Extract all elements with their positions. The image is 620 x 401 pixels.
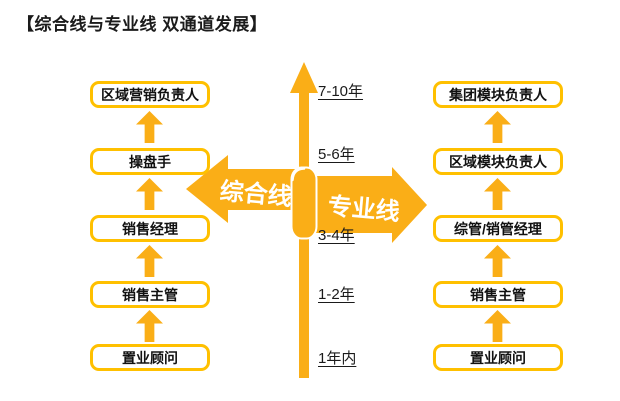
career-level-box: 区域模块负责人 xyxy=(433,148,563,175)
career-level-box: 销售主管 xyxy=(433,281,563,308)
timeline-label: 5-6年 xyxy=(318,146,355,163)
career-level-box: 操盘手 xyxy=(90,148,210,175)
professional-line-arrow-icon xyxy=(303,167,427,243)
career-level-box: 销售主管 xyxy=(90,281,210,308)
timeline-label: 3-4年 xyxy=(318,227,355,244)
timeline-axis-arrowhead-icon xyxy=(290,62,318,93)
career-level-box: 综管/销管经理 xyxy=(433,215,563,242)
career-level-box: 置业顾问 xyxy=(90,344,210,371)
career-level-box: 区域营销负责人 xyxy=(90,81,210,108)
timeline-label: 1-2年 xyxy=(318,286,355,303)
timeline-label: 1年内 xyxy=(318,350,357,367)
diagram-title: 【综合线与专业线 双通道发展】 xyxy=(17,15,268,34)
career-level-box: 集团模块负责人 xyxy=(433,81,563,108)
comprehensive-line-arrow-icon xyxy=(186,155,297,223)
ribbon-curl-highlight xyxy=(291,167,306,182)
timeline-label: 7-10年 xyxy=(318,83,364,100)
career-level-box: 置业顾问 xyxy=(433,344,563,371)
career-level-box: 销售经理 xyxy=(90,215,210,242)
